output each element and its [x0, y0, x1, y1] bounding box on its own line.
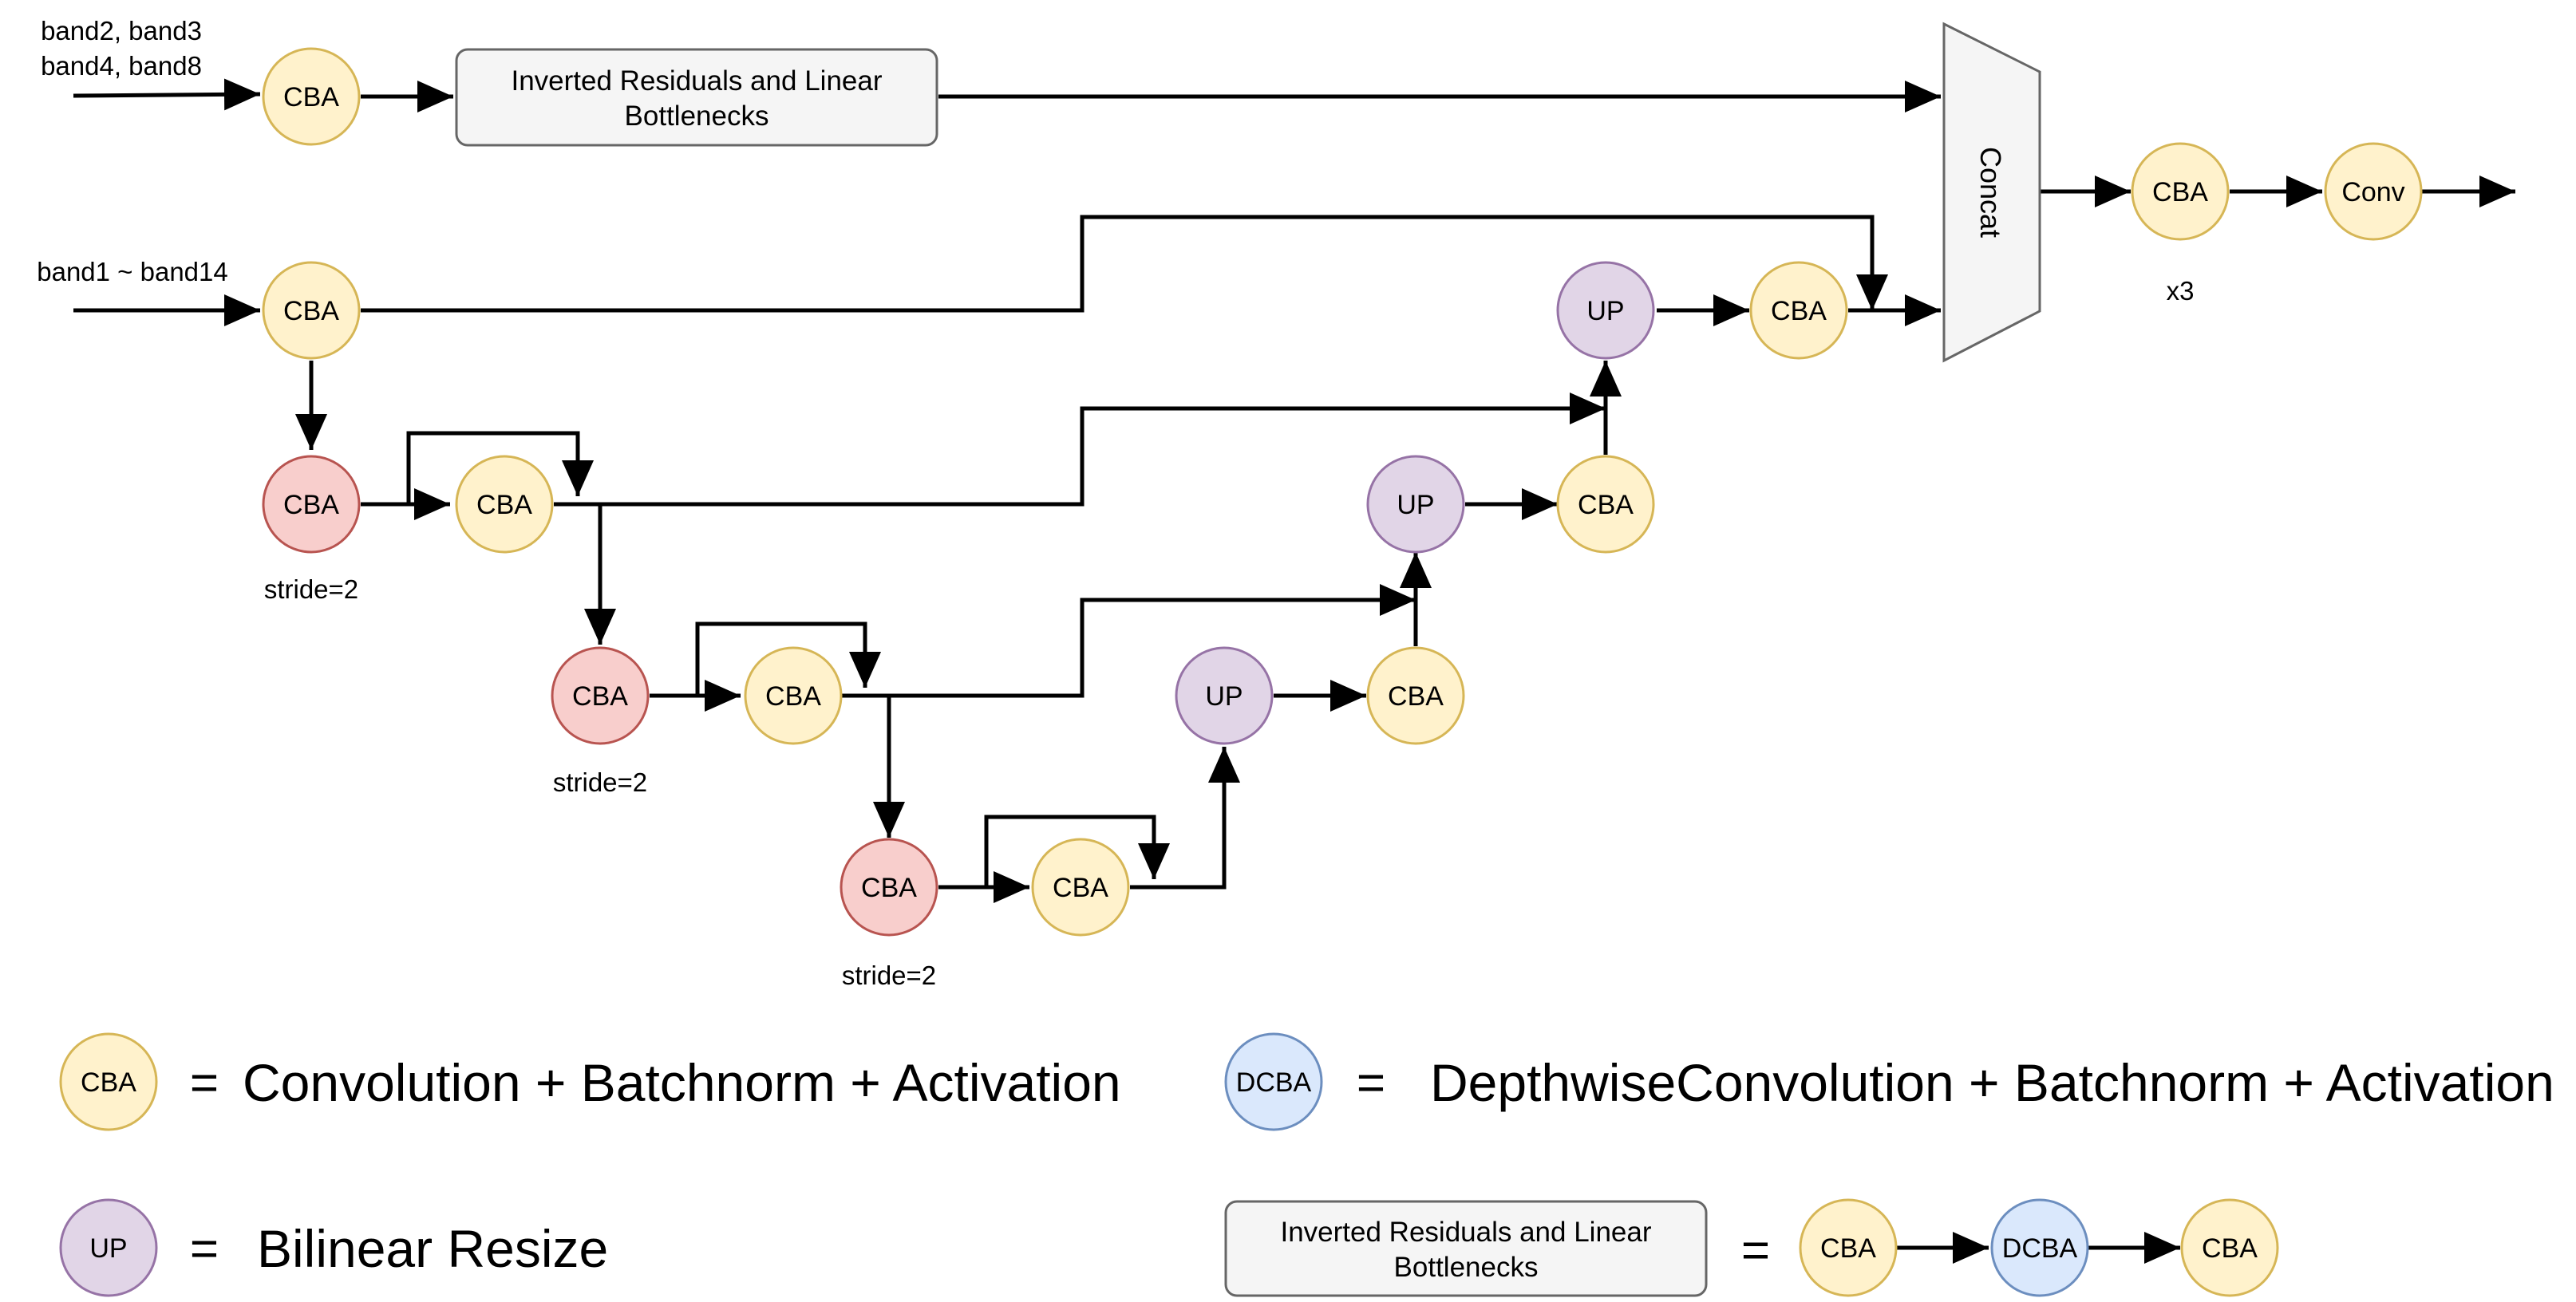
decoder-cba2-label: CBA [1578, 490, 1634, 520]
decoder-up3-label: UP [1586, 296, 1624, 326]
input-label-top-line2: band4, band8 [41, 51, 202, 81]
decoder-cba3-node: CBA [1749, 261, 1848, 360]
decoder-cba1-label: CBA [1388, 681, 1444, 712]
legend-irlb-equals: = [1741, 1223, 1770, 1278]
edge-l1-residual [406, 431, 594, 504]
decoder-up2-label: UP [1397, 490, 1434, 520]
irlb-box: Inverted Residuals and Linear Bottleneck… [455, 48, 938, 147]
level1-stride-label: stride=2 [264, 574, 358, 604]
legend-dcba-node: DCBA [1224, 1032, 1323, 1131]
legend-irlb-dcba-node: DCBA [1990, 1198, 2089, 1297]
legend-up-equals: = [190, 1221, 219, 1276]
edge-l1-skip [554, 393, 1606, 507]
legend-cba-equals: = [190, 1055, 219, 1111]
input-label-bottom: band1 ~ band14 [37, 257, 228, 286]
edge-l3-residual [984, 815, 1170, 887]
decoder-up1-node: UP [1175, 646, 1274, 745]
level3-cba-label: CBA [1053, 873, 1108, 903]
decoder-up3-node: UP [1556, 261, 1655, 360]
legend: CBA = Convolution + Batchnorm + Activati… [59, 1032, 2554, 1297]
edge-top-input [73, 78, 261, 111]
level1-stride-cba-label: CBA [283, 490, 339, 520]
legend-irlb-box: Inverted Residuals and Linear Bottleneck… [1224, 1200, 1708, 1297]
decoder-cba2-node: CBA [1556, 455, 1655, 554]
level0-cba-label: CBA [283, 296, 339, 326]
level1-stride-cba-node: CBA [262, 455, 361, 554]
legend-dcba-description: DepthwiseConvolution + Batchnorm + Activ… [1430, 1053, 2554, 1112]
irlb-box-line2: Bottlenecks [625, 101, 769, 132]
decoder-cba3-label: CBA [1771, 296, 1827, 326]
level3-stride-cba-label: CBA [861, 873, 917, 903]
legend-irlb-cba1-label: CBA [1820, 1233, 1876, 1264]
legend-dcba-equals: = [1357, 1055, 1385, 1111]
level0-cba-node: CBA [262, 261, 361, 360]
legend-dcba-label: DCBA [1236, 1067, 1312, 1098]
edge-skip-level0 [361, 215, 1888, 313]
legend-irlb-cba1-node: CBA [1799, 1198, 1898, 1297]
decoder-up1-label: UP [1205, 681, 1243, 712]
legend-up-node: UP [59, 1198, 158, 1297]
legend-irlb-dcba-label: DCBA [2002, 1233, 2078, 1264]
decoder-up2-node: UP [1366, 455, 1465, 554]
conv-label: Conv [2341, 177, 2404, 207]
legend-up-description: Bilinear Resize [257, 1219, 608, 1278]
level2-stride-cba-node: CBA [551, 646, 650, 745]
conv-node: Conv [2324, 142, 2423, 241]
head-cba-label: CBA [2152, 177, 2208, 207]
level2-cba-node: CBA [744, 646, 843, 745]
edge-l2-skip [841, 584, 1416, 698]
repeat-label: x3 [2167, 276, 2195, 306]
legend-irlb-line2: Bottlenecks [1394, 1252, 1539, 1283]
level2-stride-label: stride=2 [553, 767, 647, 797]
legend-irlb-cba2-node: CBA [2180, 1198, 2279, 1297]
level2-cba-label: CBA [765, 681, 821, 712]
top-cba-node: CBA [262, 47, 361, 146]
level3-stride-cba-node: CBA [840, 838, 938, 937]
irlb-box-line1: Inverted Residuals and Linear [511, 65, 882, 97]
legend-up-label: UP [89, 1233, 127, 1264]
edges [73, 78, 2515, 1264]
legend-cba-node: CBA [59, 1032, 158, 1131]
level2-stride-cba-label: CBA [572, 681, 628, 712]
top-cba-label: CBA [283, 82, 339, 112]
head-cba-node: CBA [2131, 142, 2230, 241]
concat-block: Concat [1942, 22, 2041, 363]
concat-label: Concat [1974, 147, 2007, 238]
level3-stride-label: stride=2 [842, 961, 936, 990]
edge-l3-up [1130, 747, 1240, 890]
level3-cba-node: CBA [1031, 838, 1130, 937]
legend-cba-description: Convolution + Batchnorm + Activation [243, 1053, 1121, 1112]
edge-l2-residual [695, 621, 881, 696]
level1-cba-node: CBA [455, 455, 554, 554]
legend-irlb-line1: Inverted Residuals and Linear [1280, 1217, 1651, 1248]
decoder-cba1-node: CBA [1366, 646, 1465, 745]
legend-irlb-cba2-label: CBA [2202, 1233, 2258, 1264]
input-label-top-line1: band2, band3 [41, 16, 202, 45]
level1-cba-label: CBA [476, 490, 532, 520]
legend-cba-label: CBA [81, 1067, 136, 1098]
